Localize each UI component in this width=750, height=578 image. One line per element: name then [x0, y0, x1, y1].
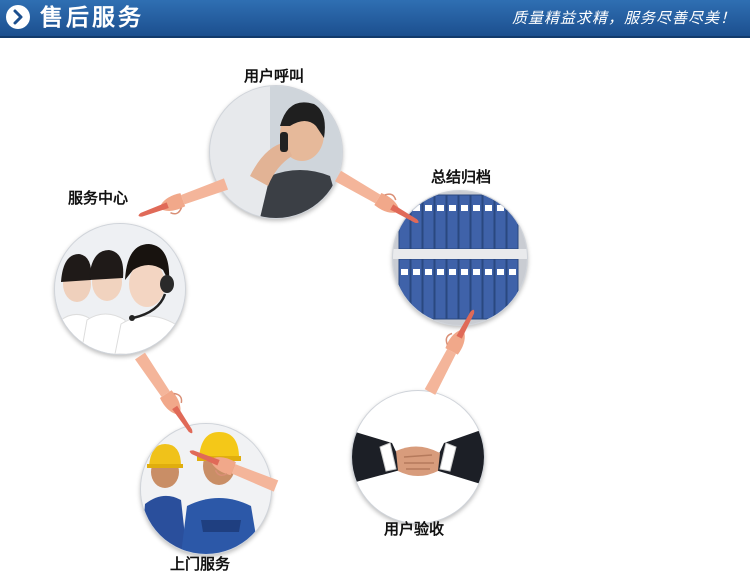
arrow-archive-to-acceptance — [420, 305, 480, 396]
arrow-call-to-archive — [334, 167, 424, 229]
arrow-acceptance-to-onsite — [186, 444, 279, 496]
arrow-onsite-to-service-center — [134, 350, 201, 437]
arrow-service-center-to-call — [136, 177, 230, 226]
